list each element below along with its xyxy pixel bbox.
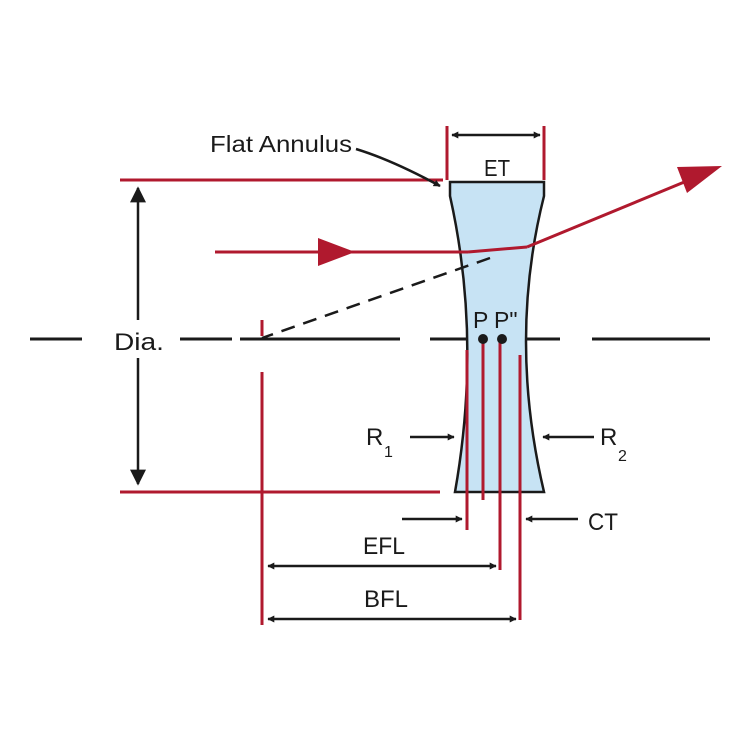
diverging-ray-arrowhead-icon (677, 166, 722, 193)
r1-label: R (366, 424, 383, 451)
principal-point-p (478, 334, 488, 344)
flat-annulus-leader (355, 147, 441, 188)
dia-label-background (106, 320, 172, 358)
r2-subscript: 2 (618, 448, 627, 465)
et-label: ET (484, 155, 510, 181)
diverging-ray (526, 176, 695, 249)
incoming-ray-arrowhead-icon (318, 238, 355, 266)
dia-label: Dia. (114, 329, 164, 356)
principal-point-p-label: P (473, 307, 488, 333)
efl-label: EFL (363, 533, 405, 560)
ct-label: CT (588, 509, 618, 536)
virtual-ray-extension (261, 256, 491, 340)
biconcave-lens (448, 180, 546, 494)
reference-lines (120, 126, 546, 625)
r1-subscript: 1 (384, 444, 393, 461)
flat-annulus-label: Flat Annulus (210, 131, 352, 157)
ray-inside-lens (467, 245, 528, 254)
principal-point-p-double-prime-label: P" (494, 307, 518, 333)
dimension-arrows (130, 131, 594, 623)
bfl-label: BFL (364, 586, 408, 613)
r2-label: R (600, 424, 617, 451)
principal-point-p-double-prime (497, 334, 507, 344)
